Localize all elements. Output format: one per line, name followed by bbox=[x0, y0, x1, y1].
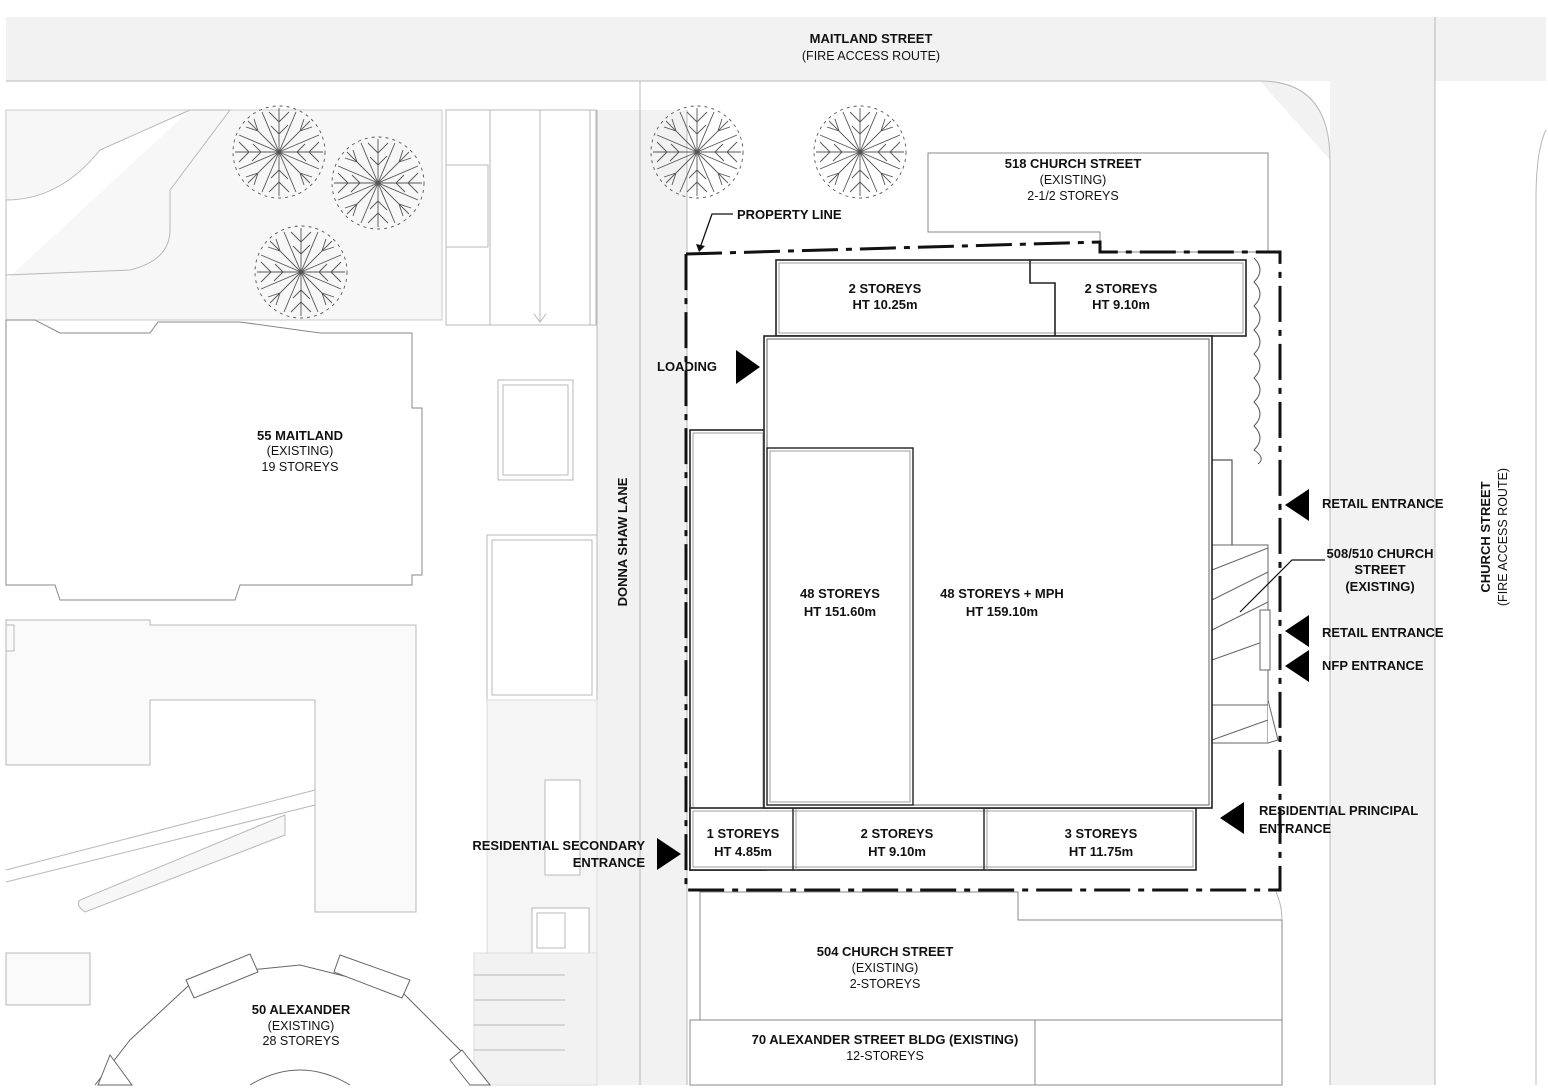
building-70-alexander-outline bbox=[689, 1019, 1283, 1086]
residential-principal-arrow bbox=[1220, 802, 1244, 834]
res-secondary-label-1: RESIDENTIAL SECONDARY bbox=[472, 838, 645, 853]
church-street-note: (FIRE ACCESS ROUTE) bbox=[1496, 468, 1510, 606]
building-504-church-outline bbox=[699, 891, 1283, 1021]
podium-s1-height: HT 4.85m bbox=[714, 844, 772, 859]
loading-arrow bbox=[736, 350, 760, 384]
proposed-podium-south bbox=[689, 807, 1197, 871]
proposed-podium-north bbox=[775, 259, 1247, 337]
tower-west-height: HT 151.60m bbox=[804, 604, 876, 619]
maitland55-name: 55 MAITLAND bbox=[257, 428, 343, 443]
res-principal-label-1: RESIDENTIAL PRINCIPAL bbox=[1259, 803, 1418, 818]
building-508-510-church-outline bbox=[1211, 544, 1279, 744]
podium-s2-height: HT 9.10m bbox=[868, 844, 926, 859]
retail-entrance-arrow-2 bbox=[1285, 615, 1309, 647]
alex70-height: 12-STOREYS bbox=[846, 1049, 924, 1063]
property-line-label: PROPERTY LINE bbox=[737, 207, 842, 222]
b518-status: (EXISTING) bbox=[1040, 173, 1107, 187]
b508-line3: (EXISTING) bbox=[1345, 579, 1414, 594]
proposed-tower bbox=[763, 335, 1213, 809]
b504-height: 2-STOREYS bbox=[850, 977, 921, 991]
context-linework-southwest bbox=[5, 619, 417, 1006]
b518-height: 2-1/2 STOREYS bbox=[1027, 189, 1118, 203]
retail-entrance-label-2: RETAIL ENTRANCE bbox=[1322, 625, 1444, 640]
retail-entrance-label-1: RETAIL ENTRANCE bbox=[1322, 496, 1444, 511]
retail-entrance-arrow-1 bbox=[1285, 489, 1309, 521]
podium-nw-storeys: 2 STOREYS bbox=[849, 281, 922, 296]
property-line-leader bbox=[699, 213, 733, 249]
podium-ne-height: HT 9.10m bbox=[1092, 297, 1150, 312]
maitland-street-note: (FIRE ACCESS ROUTE) bbox=[802, 49, 940, 63]
building-55-maitland-outline bbox=[5, 319, 423, 601]
tower-main-height: HT 159.10m bbox=[966, 604, 1038, 619]
proposed-podium-east bbox=[1210, 459, 1233, 545]
nfp-entrance-label: NFP ENTRANCE bbox=[1322, 658, 1424, 673]
podium-s3-storeys: 3 STOREYS bbox=[1065, 826, 1138, 841]
alex50-name: 50 ALEXANDER bbox=[252, 1002, 351, 1017]
b504-name: 504 CHURCH STREET bbox=[817, 944, 954, 959]
podium-s2-storeys: 2 STOREYS bbox=[861, 826, 934, 841]
maitland-street-road bbox=[6, 17, 1546, 82]
nfp-entrance-arrow bbox=[1285, 650, 1309, 682]
res-principal-label-2: ENTRANCE bbox=[1259, 821, 1332, 836]
b504-status: (EXISTING) bbox=[852, 961, 919, 975]
building-50-alexander-outline bbox=[94, 953, 492, 1086]
property-line bbox=[684, 240, 1282, 892]
loading-label: LOADING bbox=[657, 359, 717, 374]
podium-s3-height: HT 11.75m bbox=[1069, 844, 1133, 859]
alex50-status: (EXISTING) bbox=[268, 1019, 335, 1033]
donna-shaw-lane-road bbox=[596, 81, 688, 1085]
maitland55-status: (EXISTING) bbox=[267, 444, 334, 458]
maitland-street-name: MAITLAND STREET bbox=[810, 31, 933, 46]
podium-nw-height: HT 10.25m bbox=[852, 297, 917, 312]
maitland55-height: 19 STOREYS bbox=[262, 460, 339, 474]
proposed-podium-west bbox=[689, 429, 767, 871]
residential-secondary-arrow bbox=[657, 838, 681, 870]
tower-main-storeys: 48 STOREYS + MPH bbox=[940, 586, 1064, 601]
alex50-height: 28 STOREYS bbox=[263, 1034, 340, 1048]
podium-ne-storeys: 2 STOREYS bbox=[1085, 281, 1158, 296]
res-secondary-label-2: ENTRANCE bbox=[573, 855, 646, 870]
b508-line1: 508/510 CHURCH bbox=[1327, 546, 1434, 561]
building-508-leader bbox=[1239, 559, 1325, 613]
donna-shaw-lane-name: DONNA SHAW LANE bbox=[615, 477, 630, 606]
alex70-name: 70 ALEXANDER STREET BLDG (EXISTING) bbox=[752, 1032, 1019, 1047]
church-street-name: CHURCH STREET bbox=[1478, 481, 1493, 592]
b508-line2: STREET bbox=[1354, 562, 1405, 577]
context-linework-west bbox=[5, 109, 598, 1086]
property-line-leader-arrow bbox=[696, 244, 705, 252]
b518-name: 518 CHURCH STREET bbox=[1005, 156, 1142, 171]
church-street-road bbox=[1259, 17, 1547, 1085]
tower-west-storeys: 48 STOREYS bbox=[800, 586, 880, 601]
podium-s1-storeys: 1 STOREYS bbox=[707, 826, 780, 841]
